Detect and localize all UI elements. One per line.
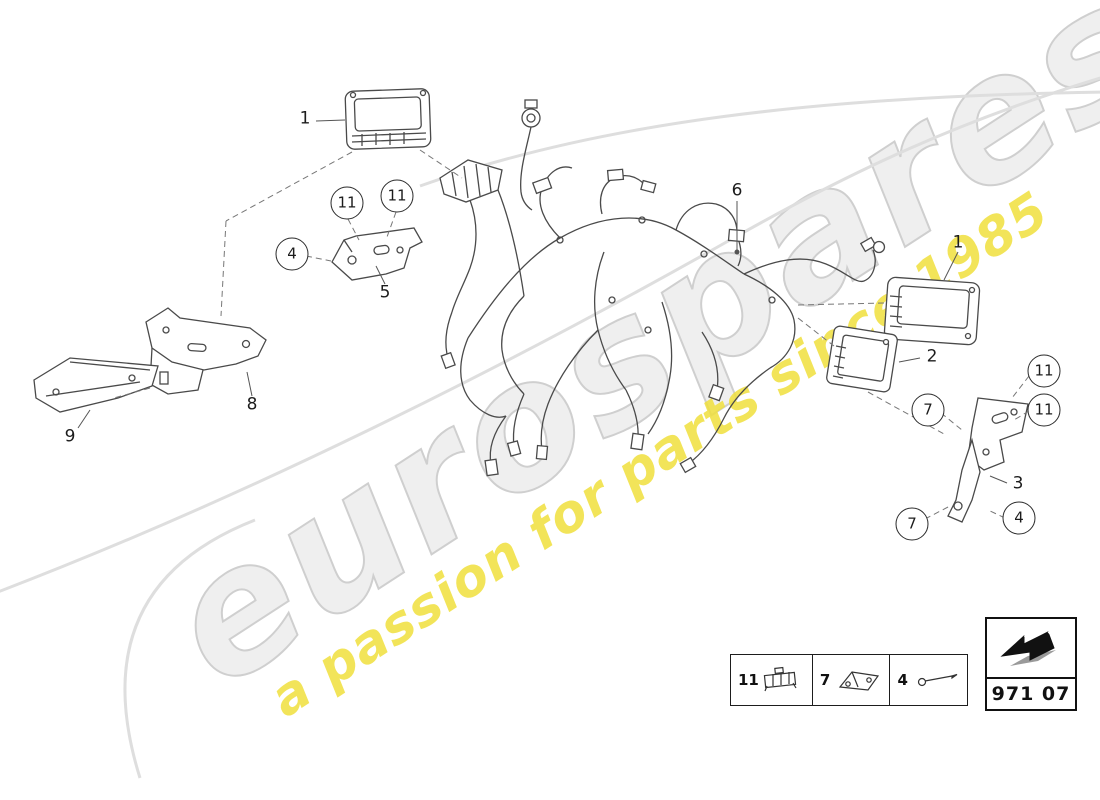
legend-table: 11 7 4 <box>730 654 968 706</box>
legend-item-11: 11 <box>731 655 812 705</box>
callout-6[interactable]: 6 <box>731 180 743 201</box>
callout-8[interactable]: 8 <box>246 394 258 415</box>
ecu-module-2 <box>826 325 898 393</box>
callout-1[interactable]: 1 <box>299 108 311 129</box>
bracket-5 <box>331 227 423 281</box>
part-number-box: 971 07 <box>985 617 1077 711</box>
ecu-module-1-top <box>344 88 432 150</box>
legend-item-4: 4 <box>889 655 967 705</box>
callout-circled-11[interactable]: 11 <box>1027 354 1061 388</box>
bracket-3 <box>947 397 1029 523</box>
leader-lines-solid <box>77 119 1008 484</box>
callout-circled-4[interactable]: 4 <box>1002 501 1036 535</box>
callout-circled-11[interactable]: 11 <box>330 186 364 220</box>
direction-arrow-icon <box>987 619 1075 679</box>
legend-label: 7 <box>819 671 831 689</box>
bracket-8 <box>145 307 267 395</box>
callout-3[interactable]: 3 <box>1012 473 1024 494</box>
callout-2[interactable]: 2 <box>926 346 938 367</box>
rivet-icon <box>917 673 958 687</box>
legend-item-7: 7 <box>811 655 890 705</box>
wiring-harness <box>439 99 886 477</box>
leader-lines-dashed <box>113 149 1030 520</box>
callout-circled-11[interactable]: 11 <box>380 179 414 213</box>
bracket-icon <box>839 671 880 691</box>
callout-circled-7[interactable]: 7 <box>911 393 945 427</box>
ecu-module-1-right <box>883 276 981 346</box>
legend-label: 4 <box>897 671 908 689</box>
callout-1[interactable]: 1 <box>952 232 964 253</box>
callout-9[interactable]: 9 <box>64 426 76 447</box>
watermark-swoosh <box>0 76 1100 779</box>
callout-5[interactable]: 5 <box>379 282 391 303</box>
clip-icon <box>763 666 797 692</box>
callout-circled-4[interactable]: 4 <box>275 237 309 271</box>
part-code: 971 07 <box>991 683 1071 705</box>
callout-circled-7[interactable]: 7 <box>895 507 929 541</box>
callout-circled-11[interactable]: 11 <box>1027 393 1061 427</box>
legend-label: 11 <box>738 671 759 689</box>
